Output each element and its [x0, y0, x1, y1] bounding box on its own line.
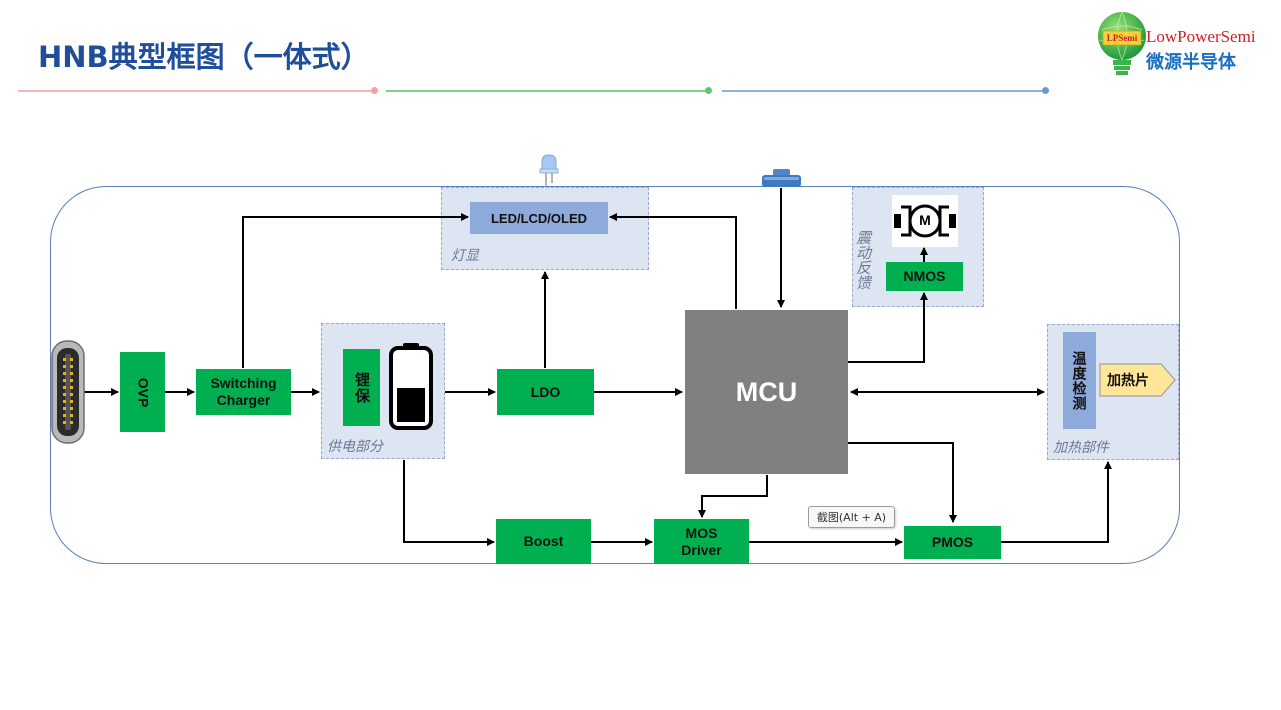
- block-nmos: NMOS: [886, 262, 963, 291]
- block-switching-charger-label: Switching Charger: [210, 375, 277, 408]
- divider-dot-3: [1042, 87, 1049, 94]
- wire-pmos-heating: [1001, 461, 1112, 543]
- group-power-label: 供电部分: [327, 439, 383, 455]
- block-pmos: PMOS: [904, 526, 1001, 559]
- wire-mcu-display: [609, 213, 737, 309]
- block-ldo: LDO: [497, 369, 594, 415]
- group-heating-label: 加热部件: [1053, 440, 1109, 456]
- heater-arrow-icon: 加热片: [1099, 363, 1177, 397]
- heater-label: 加热片: [1107, 372, 1149, 388]
- block-mcu: MCU: [685, 310, 848, 474]
- block-nmos-label: NMOS: [903, 268, 946, 284]
- battery-icon: [388, 342, 434, 430]
- company-logo: LPSemi: [1092, 8, 1152, 82]
- wire-mcu-mosdriver: [698, 475, 768, 518]
- divider-dot-2: [705, 87, 712, 94]
- lightbulb-globe-icon: [1098, 11, 1146, 75]
- wire-mcu-pmos: [848, 442, 957, 523]
- block-switching-charger: Switching Charger: [196, 369, 291, 415]
- logo-wordmark: LowPowerSemi: [1146, 27, 1256, 46]
- block-pmos-label: PMOS: [931, 534, 974, 550]
- divider-line-1: [18, 90, 372, 92]
- motor-icon: M: [892, 195, 958, 247]
- logo-chinese-name: 微源半导体: [1146, 52, 1236, 73]
- block-mos-driver: MOS Driver: [654, 519, 749, 564]
- group-display-label: 灯显: [451, 248, 479, 264]
- usb-c-connector-icon: [51, 340, 85, 444]
- block-boost: Boost: [496, 519, 591, 564]
- page-title: HNB典型框图（一体式）: [38, 40, 370, 74]
- block-ovp: OVP: [120, 352, 165, 432]
- led-bulb-icon: [539, 154, 559, 188]
- block-ovp-label: OVP: [134, 377, 151, 407]
- block-battery-protect: 锂保: [343, 349, 380, 426]
- divider-dot-1: [371, 87, 378, 94]
- wire-mcu-nmos: [848, 292, 928, 363]
- group-vibration-label: 震动反馈: [854, 230, 872, 290]
- divider-line-2: [386, 90, 706, 92]
- device-outline: [50, 186, 1180, 564]
- block-mos-driver-label: MOS Driver: [681, 524, 722, 558]
- motor-label: M: [919, 212, 931, 228]
- block-boost-label: Boost: [523, 533, 564, 549]
- block-mcu-label: MCU: [735, 376, 798, 407]
- divider-line-3: [722, 90, 1044, 92]
- block-ldo-label: LDO: [530, 383, 561, 400]
- block-led-lcd-oled: LED/LCD/OLED: [470, 202, 608, 234]
- wire-charger-display: [242, 213, 469, 368]
- block-led-lcd-oled-label: LED/LCD/OLED: [490, 210, 588, 226]
- block-battery-protect-label: 锂保: [353, 371, 370, 404]
- block-temp-detect: 温度检测: [1063, 332, 1096, 429]
- block-temp-detect-label: 温度检测: [1071, 350, 1088, 411]
- button-icon: [761, 168, 802, 188]
- screenshot-tooltip: 截图(Alt + A): [808, 506, 895, 528]
- wire-battery-boost: [403, 460, 495, 546]
- logo-badge: LPSemi: [1106, 33, 1138, 43]
